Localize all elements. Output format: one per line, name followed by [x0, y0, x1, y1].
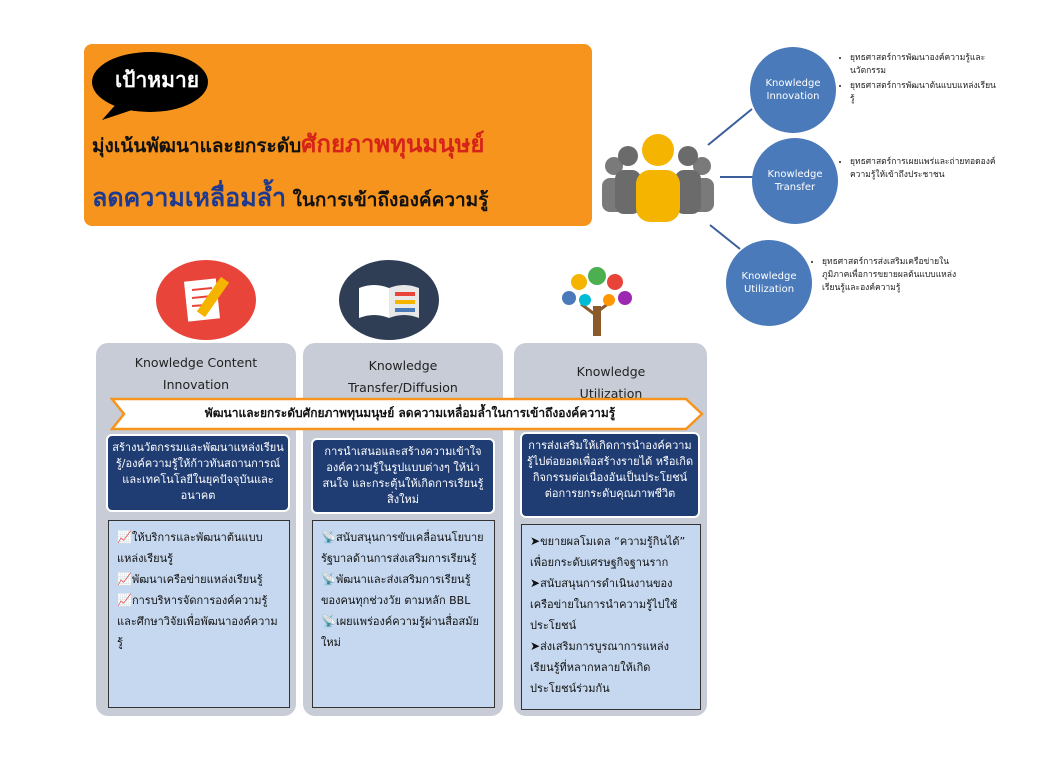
column-summary: การนำเสนอและสร้างความเข้าใจองค์ความรู้ใน… — [311, 438, 495, 514]
goal-line-2: ลดความเหลื่อมล้ำ ในการเข้าถึงองค์ความรู้ — [92, 178, 588, 218]
column-summary: สร้างนวัตกรรมและพัฒนาแหล่งเรียนรู้/องค์ค… — [106, 434, 290, 512]
satellite-icon: 📡 — [321, 614, 336, 628]
goal-line-1-emphasis: ศักยภาพทุนมนุษย์ — [301, 130, 485, 158]
column-title-line: Innovation — [162, 377, 230, 392]
column-title-line: Knowledge — [368, 358, 438, 373]
arrow-right-icon: ➤ — [530, 639, 541, 653]
innovation-strategy-list: ยุทธศาสตร์การพัฒนาองค์ความรู้และนวัตกรรม… — [840, 52, 1000, 108]
list-item-text: พัฒนาเครือข่ายแหล่งเรียนรู้ — [131, 573, 263, 586]
idea-tree-icon — [562, 267, 632, 336]
column-title-line: Knowledge — [576, 364, 646, 379]
list-item-text: ให้บริการและพัฒนาต้นแบบแหล่งเรียนรู้ — [117, 531, 263, 565]
goal-line-2-emphasis: ลดความเหลื่อมล้ำ — [92, 183, 287, 212]
list-item: 📡สนับสนุนการขับเคลื่อนนโยบายรัฐบาลด้านกา… — [321, 527, 486, 569]
goal-line-2-suffix: ในการเข้าถึงองค์ความรู้ — [286, 189, 489, 211]
list-item: 📡เผยแพร่องค์ความรู้ผ่านสื่อสมัยใหม่ — [321, 611, 486, 653]
arrow-banner-text: พัฒนาและยกระดับศักยภาพทุนมนุษย์ ลดความเห… — [204, 406, 616, 420]
circle-label: Knowledge — [767, 169, 823, 180]
open-book-icon — [339, 260, 439, 340]
arrow-right-icon: ➤ — [530, 534, 541, 548]
column-items-list: ➤ขยายผลโมเดล “ความรู้กินได้” เพื่อยกระดั… — [521, 524, 701, 710]
column-items-list: 📡สนับสนุนการขับเคลื่อนนโยบายรัฐบาลด้านกา… — [312, 520, 495, 708]
column-summary: การส่งเสริมให้เกิดการนำองค์ความรู้ไปต่อย… — [520, 432, 700, 518]
circle-label: Knowledge — [765, 78, 821, 89]
trend-chart-icon: 📈 — [117, 530, 132, 544]
satellite-icon: 📡 — [321, 530, 336, 544]
speech-bubble-icon — [92, 52, 208, 120]
strategy-item: ยุทธศาสตร์การพัฒนาองค์ความรู้และนวัตกรรม — [850, 52, 1000, 78]
list-item: 📡พัฒนาและส่งเสริมการเรียนรู้ของคนทุกช่วง… — [321, 569, 486, 611]
list-item-text: พัฒนาและส่งเสริมการเรียนรู้ของคนทุกช่วงว… — [321, 573, 471, 607]
list-item: ➤ขยายผลโมเดล “ความรู้กินได้” เพื่อยกระดั… — [530, 531, 692, 573]
connector-lines — [707, 108, 754, 250]
people-group-icon — [602, 134, 714, 222]
column-title-line: Knowledge Content — [134, 355, 258, 370]
arrow-right-icon: ➤ — [530, 576, 541, 590]
list-item: ➤ส่งเสริมการบูรณาการแหล่งเรียนรู้ที่หลาก… — [530, 636, 692, 699]
list-item: ➤สนับสนุนการดำเนินงานของเครือข่ายในการนำ… — [530, 573, 692, 636]
circle-label: Utilization — [743, 284, 795, 295]
list-item-text: การบริหารจัดการองค์ความรู้และศึกษาวิจัยเ… — [117, 594, 278, 649]
strategy-item: ยุทธศาสตร์การพัฒนาต้นแบบแหล่งเรียนรู้ — [850, 80, 1000, 106]
column-title-line: Utilization — [579, 386, 643, 401]
list-item-text: สนับสนุนการขับเคลื่อนนโยบายรัฐบาลด้านการ… — [321, 531, 484, 565]
list-item: 📈พัฒนาเครือข่ายแหล่งเรียนรู้ — [117, 569, 281, 590]
list-item-text: ส่งเสริมการบูรณาการแหล่งเรียนรู้ที่หลากห… — [530, 640, 669, 695]
list-item-text: สนับสนุนการดำเนินงานของเครือข่ายในการนำค… — [530, 577, 678, 632]
list-item: 📈ให้บริการและพัฒนาต้นแบบแหล่งเรียนรู้ — [117, 527, 281, 569]
trend-chart-icon: 📈 — [117, 572, 132, 586]
column-items-list: 📈ให้บริการและพัฒนาต้นแบบแหล่งเรียนรู้ 📈พ… — [108, 520, 290, 708]
goal-line-1-prefix: มุ่งเน้นพัฒนาและยกระดับ — [92, 135, 302, 157]
goal-line-1: มุ่งเน้นพัฒนาและยกระดับศักยภาพทุนมนุษย์ — [92, 124, 588, 163]
list-item-text: ขยายผลโมเดล “ความรู้กินได้” เพื่อยกระดับ… — [530, 535, 686, 569]
list-item-text: เผยแพร่องค์ความรู้ผ่านสื่อสมัยใหม่ — [321, 615, 479, 649]
goal-label: เป้าหมาย — [114, 68, 200, 92]
column-title-line: Transfer/Diffusion — [348, 380, 458, 395]
arrow-banner — [110, 397, 704, 431]
circle-label: Innovation — [766, 91, 820, 102]
utilization-strategy-list: ยุทธศาสตร์การส่งเสริมเครือข่ายในภูมิภาคเ… — [812, 256, 972, 297]
transfer-strategy-list: ยุทธศาสตร์การเผยแพร่และถ่ายทอดองค์ความรู… — [840, 156, 1000, 184]
strategy-item: ยุทธศาสตร์การเผยแพร่และถ่ายทอดองค์ความรู… — [850, 156, 1000, 182]
list-item: 📈การบริหารจัดการองค์ความรู้และศึกษาวิจัย… — [117, 590, 281, 653]
circle-label: Transfer — [774, 182, 816, 193]
pencil-note-icon — [156, 260, 256, 340]
satellite-icon: 📡 — [321, 572, 336, 586]
trend-chart-icon: 📈 — [117, 593, 132, 607]
strategy-item: ยุทธศาสตร์การส่งเสริมเครือข่ายในภูมิภาคเ… — [822, 256, 972, 295]
circle-label: Knowledge — [741, 271, 797, 282]
